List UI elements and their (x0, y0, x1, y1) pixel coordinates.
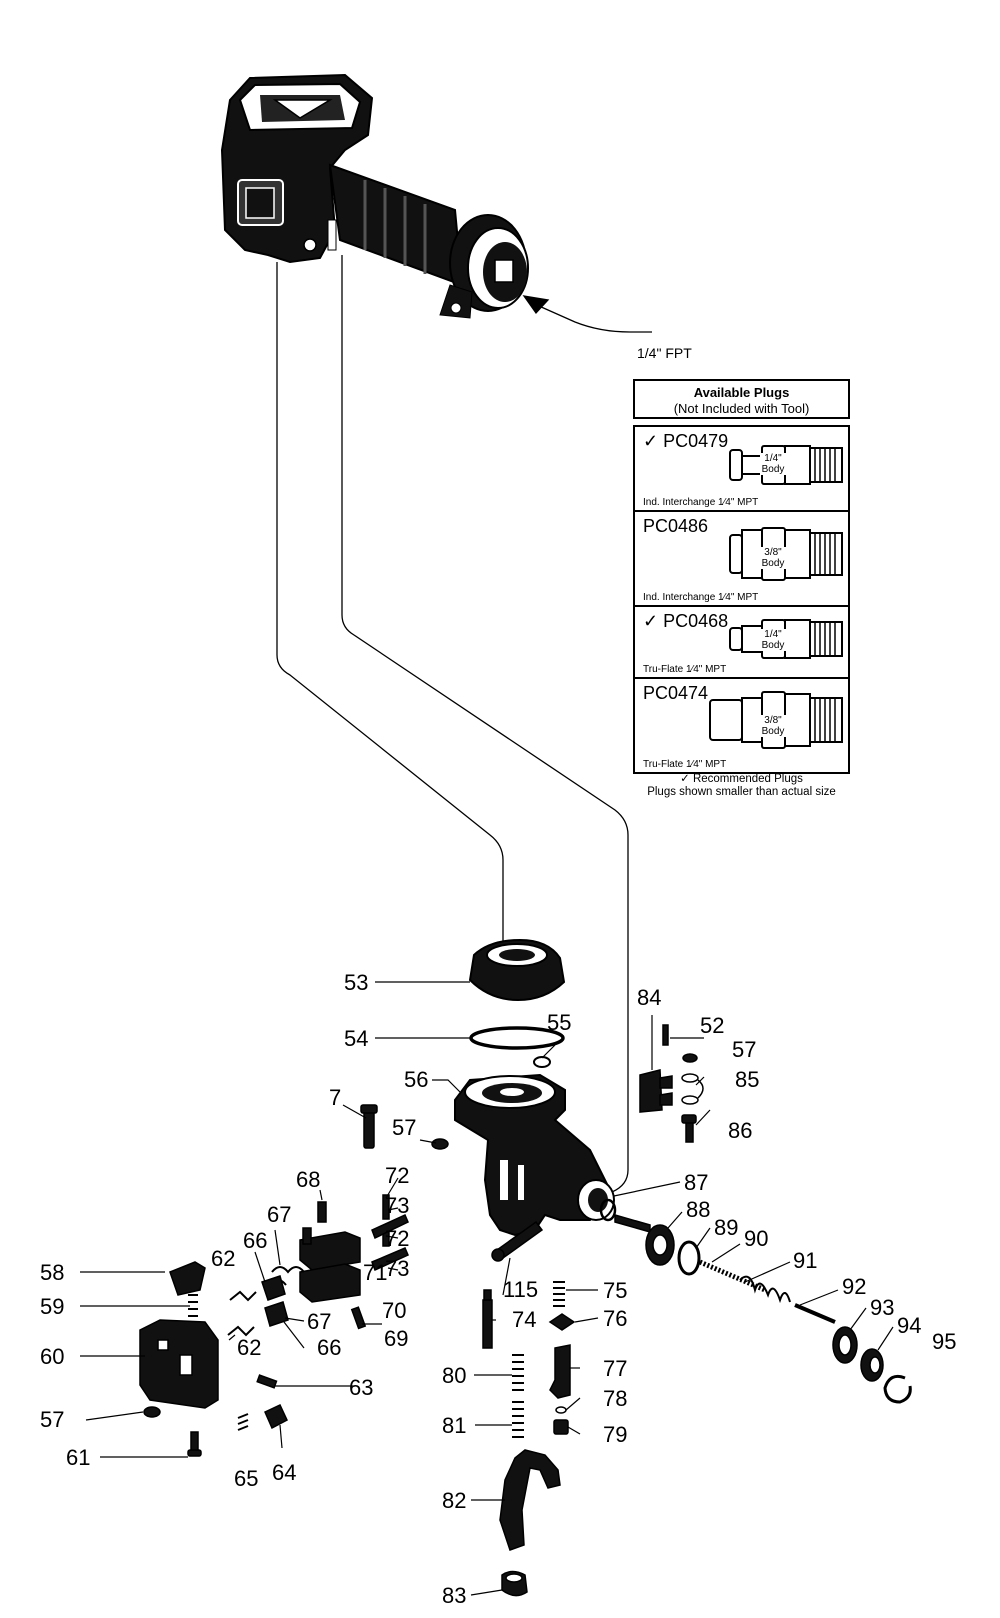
label-91: 91 (793, 1248, 817, 1273)
label-83: 83 (442, 1583, 466, 1608)
part-53-cap (468, 938, 566, 1002)
label-78: 78 (603, 1386, 627, 1411)
label-86: 86 (728, 1118, 752, 1143)
label-67: 67 (267, 1202, 291, 1227)
label-57: 57 (392, 1115, 416, 1140)
available-plugs-table: Available Plugs (Not Included with Tool)… (633, 379, 850, 774)
label-62: 62 (211, 1246, 235, 1271)
callout-numbers: 53 54 55 56 7 57 84 52 57 85 86 68 72 73… (40, 970, 956, 1608)
label-88: 88 (686, 1197, 710, 1222)
plug-body-size: 1/4" Body (760, 629, 786, 651)
label-74: 74 (512, 1307, 536, 1332)
plug-row-pc0486: PC0486 3/8" Body Ind. Interchange 1⁄4" M… (635, 512, 848, 607)
label-54: 54 (344, 1026, 368, 1051)
label-57c: 57 (40, 1407, 64, 1432)
small-parts (139, 1024, 912, 1597)
label-82: 82 (442, 1488, 466, 1513)
fpt-label: 1/4" FPT (637, 345, 692, 361)
label-64: 64 (272, 1460, 296, 1485)
plug-row-pc0468: ✓ PC0468 1/4" Body Tru-Flate 1⁄4" MPT (635, 607, 848, 679)
label-89: 89 (714, 1215, 738, 1240)
label-72b: 72 (385, 1226, 409, 1251)
label-59: 59 (40, 1294, 64, 1319)
label-92: 92 (842, 1274, 866, 1299)
label-115: 115 (503, 1277, 538, 1302)
label-79: 79 (603, 1422, 627, 1447)
label-63: 63 (349, 1375, 373, 1400)
label-56: 56 (404, 1067, 428, 1092)
label-75: 75 (603, 1278, 627, 1303)
plug-body-size: 3/8" Body (760, 547, 786, 569)
label-52: 52 (700, 1013, 724, 1038)
leader-lines (276, 255, 652, 1193)
label-90: 90 (744, 1226, 768, 1251)
label-67b: 67 (307, 1309, 331, 1334)
plug-code: PC0474 (643, 683, 709, 703)
size-note: Plugs shown smaller than actual size (647, 786, 836, 798)
label-65: 65 (234, 1466, 258, 1491)
label-85: 85 (735, 1067, 759, 1092)
label-57b: 57 (732, 1037, 756, 1062)
label-7: 7 (329, 1085, 341, 1110)
plug-desc: Tru-Flate 1⁄4" MPT (643, 759, 727, 770)
label-53: 53 (344, 970, 368, 995)
plug-row-pc0479: ✓ PC0479 1/4" Body Ind. Interchange 1⁄4"… (635, 427, 848, 512)
label-95: 95 (932, 1329, 956, 1354)
plug-code: PC0486 (643, 516, 709, 536)
label-68: 68 (296, 1167, 320, 1192)
label-93: 93 (870, 1295, 894, 1320)
plug-body-size: 1/4" Body (760, 453, 786, 475)
plug-desc: Tru-Flate 1⁄4" MPT (643, 664, 727, 675)
label-87: 87 (684, 1170, 708, 1195)
label-76: 76 (603, 1306, 627, 1331)
label-62b: 62 (237, 1335, 261, 1360)
plug-code: ✓ PC0468 (643, 611, 729, 631)
label-81: 81 (442, 1413, 466, 1438)
label-70: 70 (382, 1298, 406, 1323)
label-73: 73 (385, 1193, 409, 1218)
label-66: 66 (243, 1228, 267, 1253)
label-80: 80 (442, 1363, 466, 1388)
part-55-o-ring (533, 1056, 551, 1068)
plug-table-subtitle: (Not Included with Tool) (673, 401, 810, 416)
recommended-note: ✓ Recommended Plugs (680, 773, 803, 785)
label-58: 58 (40, 1260, 64, 1285)
label-61: 61 (66, 1445, 90, 1470)
plug-desc: Ind. Interchange 1⁄4" MPT (643, 592, 759, 603)
plug-desc: Ind. Interchange 1⁄4" MPT (643, 497, 759, 508)
label-66b: 66 (317, 1335, 341, 1360)
label-60: 60 (40, 1344, 64, 1369)
plug-table-header: Available Plugs (Not Included with Tool) (633, 379, 850, 419)
label-69: 69 (384, 1326, 408, 1351)
label-71: 71 (363, 1260, 387, 1285)
label-73b: 73 (385, 1256, 409, 1281)
label-72: 72 (385, 1163, 409, 1188)
plug-row-pc0474: PC0474 3/8" Body Tru-Flate 1⁄4" MPT (635, 679, 848, 772)
label-55: 55 (547, 1010, 571, 1035)
label-84: 84 (637, 985, 661, 1010)
part-54-o-ring (469, 1026, 565, 1050)
part-56-valve-body (454, 1073, 615, 1237)
tool-body (220, 73, 529, 319)
callout-leaders (80, 981, 894, 1596)
plug-list: ✓ PC0479 1/4" Body Ind. Interchange 1⁄4"… (633, 425, 850, 774)
plug-code: ✓ PC0479 (643, 431, 729, 451)
plug-body-size: 3/8" Body (760, 715, 786, 737)
plug-table-title: Available Plugs (693, 385, 790, 400)
label-94: 94 (897, 1313, 921, 1338)
plug-notes: ✓ Recommended Plugs Plugs shown smaller … (633, 773, 850, 799)
label-77: 77 (603, 1356, 627, 1381)
